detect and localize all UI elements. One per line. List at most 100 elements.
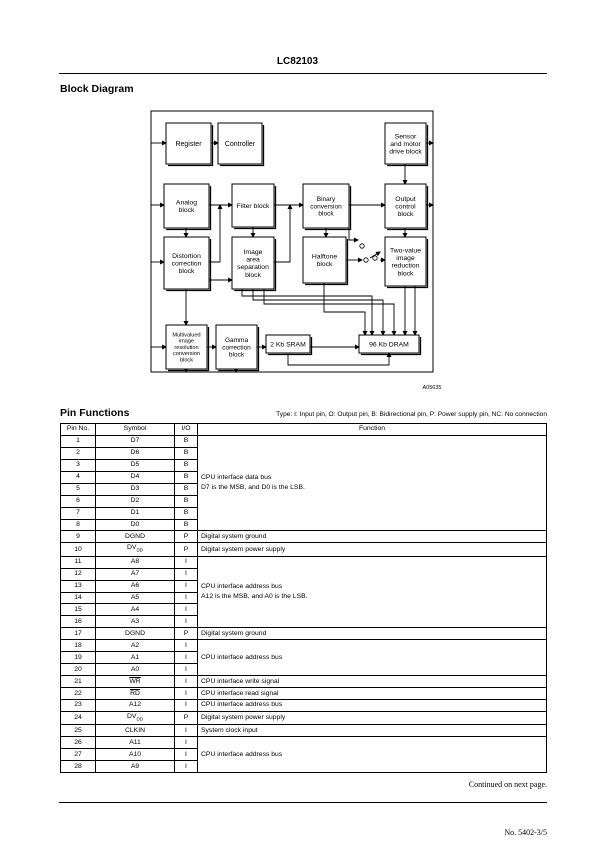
pin-number: 26	[60, 736, 96, 750]
pin-number: 21	[60, 675, 96, 689]
pin-io: B	[174, 446, 198, 460]
col-function: Function	[197, 423, 547, 436]
block-label: Two-value	[390, 247, 421, 254]
pin-function: Digital system power supply	[197, 710, 547, 726]
block-label: Output	[395, 196, 416, 203]
pin-io: I	[174, 663, 198, 677]
pin-number: 12	[60, 567, 96, 581]
pin-symbol: RD	[95, 687, 175, 700]
block-multivalued: Multivaluedimageresolutionconversionbloc…	[165, 324, 210, 372]
pin-number: 19	[60, 651, 96, 665]
block-label: Controller	[225, 141, 256, 148]
block-controller: Controller	[217, 122, 265, 167]
switch-contact	[359, 243, 365, 249]
pin-symbol: A6	[95, 579, 175, 593]
block-label: Binary	[317, 196, 336, 203]
block-label: Multivalued	[172, 332, 200, 338]
pin-io: I	[174, 736, 198, 750]
diagram-wire	[241, 289, 375, 336]
block-label: block	[179, 207, 195, 214]
switch-contact	[372, 255, 378, 261]
block-label: image	[179, 339, 194, 345]
pin-symbol: D7	[95, 434, 175, 448]
block-label: Distortion	[172, 253, 201, 260]
block-label: Gamma	[225, 337, 249, 344]
pin-io: P	[174, 710, 198, 726]
pin-function: CPU interface read signal	[197, 687, 547, 700]
pin-symbol: A11	[95, 736, 175, 750]
pin-number: 23	[60, 698, 96, 712]
block-label: control	[395, 203, 416, 210]
pin-io: B	[174, 470, 198, 484]
pin-symbol: D2	[95, 494, 175, 508]
block-label: resolution	[174, 345, 198, 351]
table-header-row: Pin No. Symbol I/O Function	[60, 423, 547, 436]
block-label: conversion	[173, 351, 200, 357]
pin-function: CPU interface address bus	[197, 736, 547, 774]
pin-number: 8	[60, 518, 96, 532]
pin-symbol: DVDD	[95, 710, 175, 726]
col-io: I/O	[174, 423, 198, 436]
pin-symbol: D4	[95, 470, 175, 484]
block-label: and motor	[390, 141, 421, 148]
pin-number: 17	[60, 627, 96, 641]
pin-io: B	[174, 434, 198, 448]
pin-number: 5	[60, 482, 96, 496]
pin-io: I	[174, 579, 198, 593]
block-label: Analog	[176, 200, 197, 207]
pin-functions-heading: Pin Functions	[60, 407, 130, 419]
pin-number: 20	[60, 663, 96, 677]
pin-function: CPU interface address bus	[197, 698, 547, 712]
pin-symbol: WR	[95, 675, 175, 689]
block-label: separation	[237, 264, 269, 271]
pin-number: 1	[60, 434, 96, 448]
pin-number: 27	[60, 748, 96, 762]
continued-note: Continued on next page.	[468, 780, 547, 789]
block-label: Image	[244, 249, 263, 256]
pin-io: P	[174, 542, 198, 557]
block-label: area	[246, 257, 260, 264]
footer-rule	[59, 802, 547, 803]
pin-symbol: D3	[95, 482, 175, 496]
block-label: block	[318, 211, 334, 218]
block-label: block	[398, 211, 414, 218]
block-diagram-heading: Block Diagram	[60, 83, 134, 95]
pin-symbol: A8	[95, 555, 175, 569]
pin-number: 15	[60, 603, 96, 617]
block-label: drive block	[389, 148, 422, 155]
pin-number: 4	[60, 470, 96, 484]
pin-symbol: A2	[95, 639, 175, 653]
block-dram: 96 Kb DRAM	[358, 334, 422, 356]
pin-symbol: A7	[95, 567, 175, 581]
block-label: block	[229, 352, 245, 359]
block-label: Register	[175, 141, 202, 148]
pin-io: B	[174, 518, 198, 532]
pin-symbol: DVDD	[95, 542, 175, 557]
pin-symbol: A5	[95, 591, 175, 605]
pin-io: I	[174, 724, 198, 738]
block-label: block	[180, 358, 193, 364]
pin-io: I	[174, 567, 198, 581]
block-label: 2 Kb SRAM	[270, 341, 306, 348]
pin-symbol: DGND	[95, 627, 175, 641]
pin-io: I	[174, 555, 198, 569]
col-symbol: Symbol	[95, 423, 175, 436]
pin-number: 25	[60, 724, 96, 738]
